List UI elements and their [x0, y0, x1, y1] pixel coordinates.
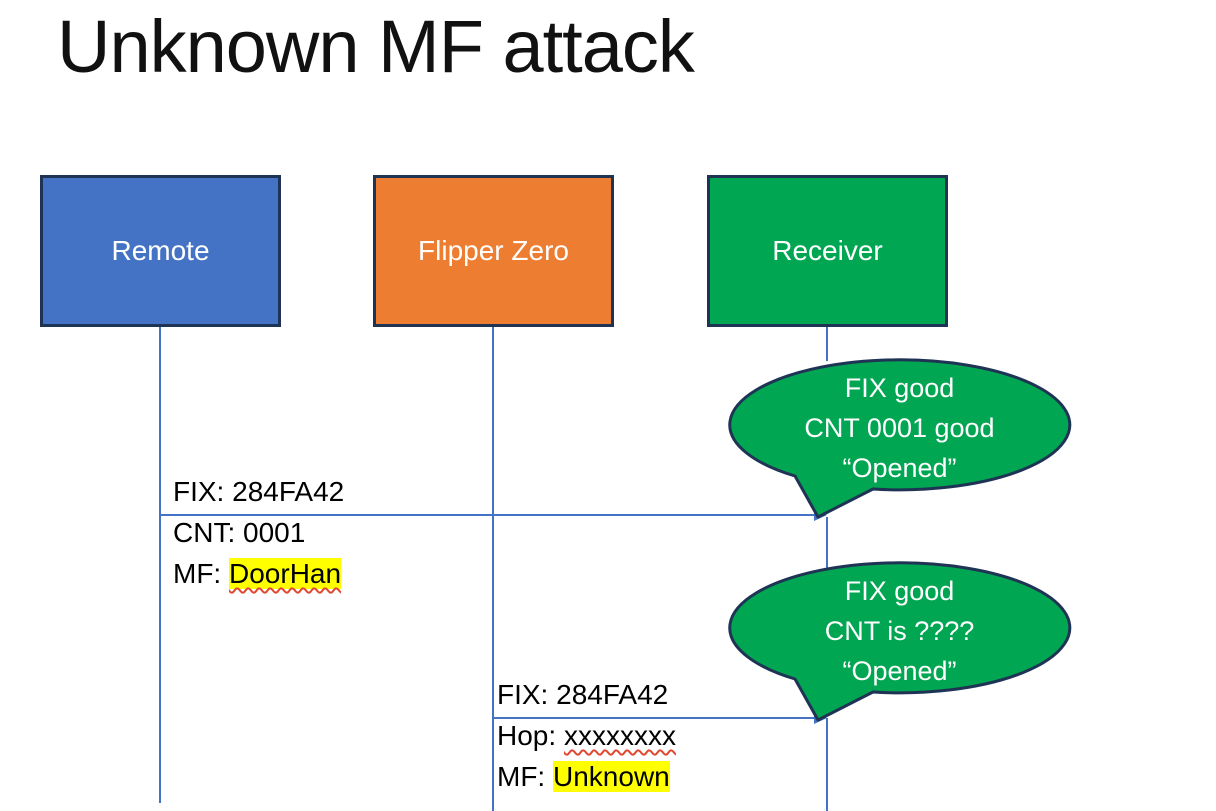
- actor-label-remote: Remote: [111, 235, 210, 266]
- callout-line: FIX good: [844, 576, 955, 606]
- callout-line: CNT is ????: [824, 616, 975, 646]
- message-line-hop: Hop: xxxxxxxx: [497, 715, 676, 756]
- actor-box-receiver: Receiver: [707, 175, 948, 327]
- message-line-cnt: CNT: 0001: [173, 517, 306, 548]
- message-line-mf: MF: Unknown: [497, 756, 676, 797]
- arrow-line: [493, 717, 815, 719]
- hop-prefix: Hop:: [497, 720, 564, 751]
- callout-line: FIX good: [844, 373, 955, 403]
- lifeline-receiver-segment-3: [826, 718, 828, 811]
- speech-bubble-shape: [728, 358, 1072, 519]
- hop-value-misspelled: xxxxxxxx: [563, 720, 676, 751]
- speech-bubble-1: [728, 358, 1072, 519]
- speech-bubble-shape: [728, 561, 1072, 722]
- actor-box-flipper-zero: Flipper Zero: [373, 175, 614, 327]
- mf-prefix: MF:: [497, 761, 553, 792]
- mf-value-highlighted: Unknown: [553, 761, 670, 792]
- actor-box-remote: Remote: [40, 175, 281, 327]
- message-line-fix: FIX: 284FA42: [497, 679, 669, 710]
- slide-title: Unknown MF attack: [57, 5, 695, 88]
- mf-prefix: MF:: [173, 558, 229, 589]
- arrow-line: [160, 514, 815, 516]
- message-line-mf: MF: DoorHan: [173, 553, 344, 594]
- lifeline-flipper-zero: [492, 327, 494, 811]
- actor-label-receiver: Receiver: [772, 235, 883, 266]
- callout-line: CNT 0001 good: [804, 413, 995, 443]
- callout-text-2: FIX good CNT is ???? “Opened”: [727, 571, 1072, 691]
- lifeline-receiver-segment-1: [826, 327, 828, 361]
- callout-line: “Opened”: [842, 453, 957, 483]
- message-label-flipper-to-receiver: FIX: 284FA42 Hop: xxxxxxxx MF: Unknown: [497, 674, 676, 797]
- lifeline-receiver-segment-2: [826, 517, 828, 568]
- actor-label-flipper-zero: Flipper Zero: [418, 235, 569, 266]
- mf-value-highlighted: DoorHan: [229, 558, 342, 589]
- speech-bubble-2: [728, 561, 1072, 722]
- message-line-fix: FIX: 284FA42: [173, 476, 345, 507]
- lifeline-remote: [159, 327, 161, 803]
- callout-line: “Opened”: [842, 656, 957, 686]
- message-label-remote-to-receiver: FIX: 284FA42 CNT: 0001 MF: DoorHan: [173, 471, 344, 594]
- callout-text-1: FIX good CNT 0001 good “Opened”: [727, 368, 1072, 488]
